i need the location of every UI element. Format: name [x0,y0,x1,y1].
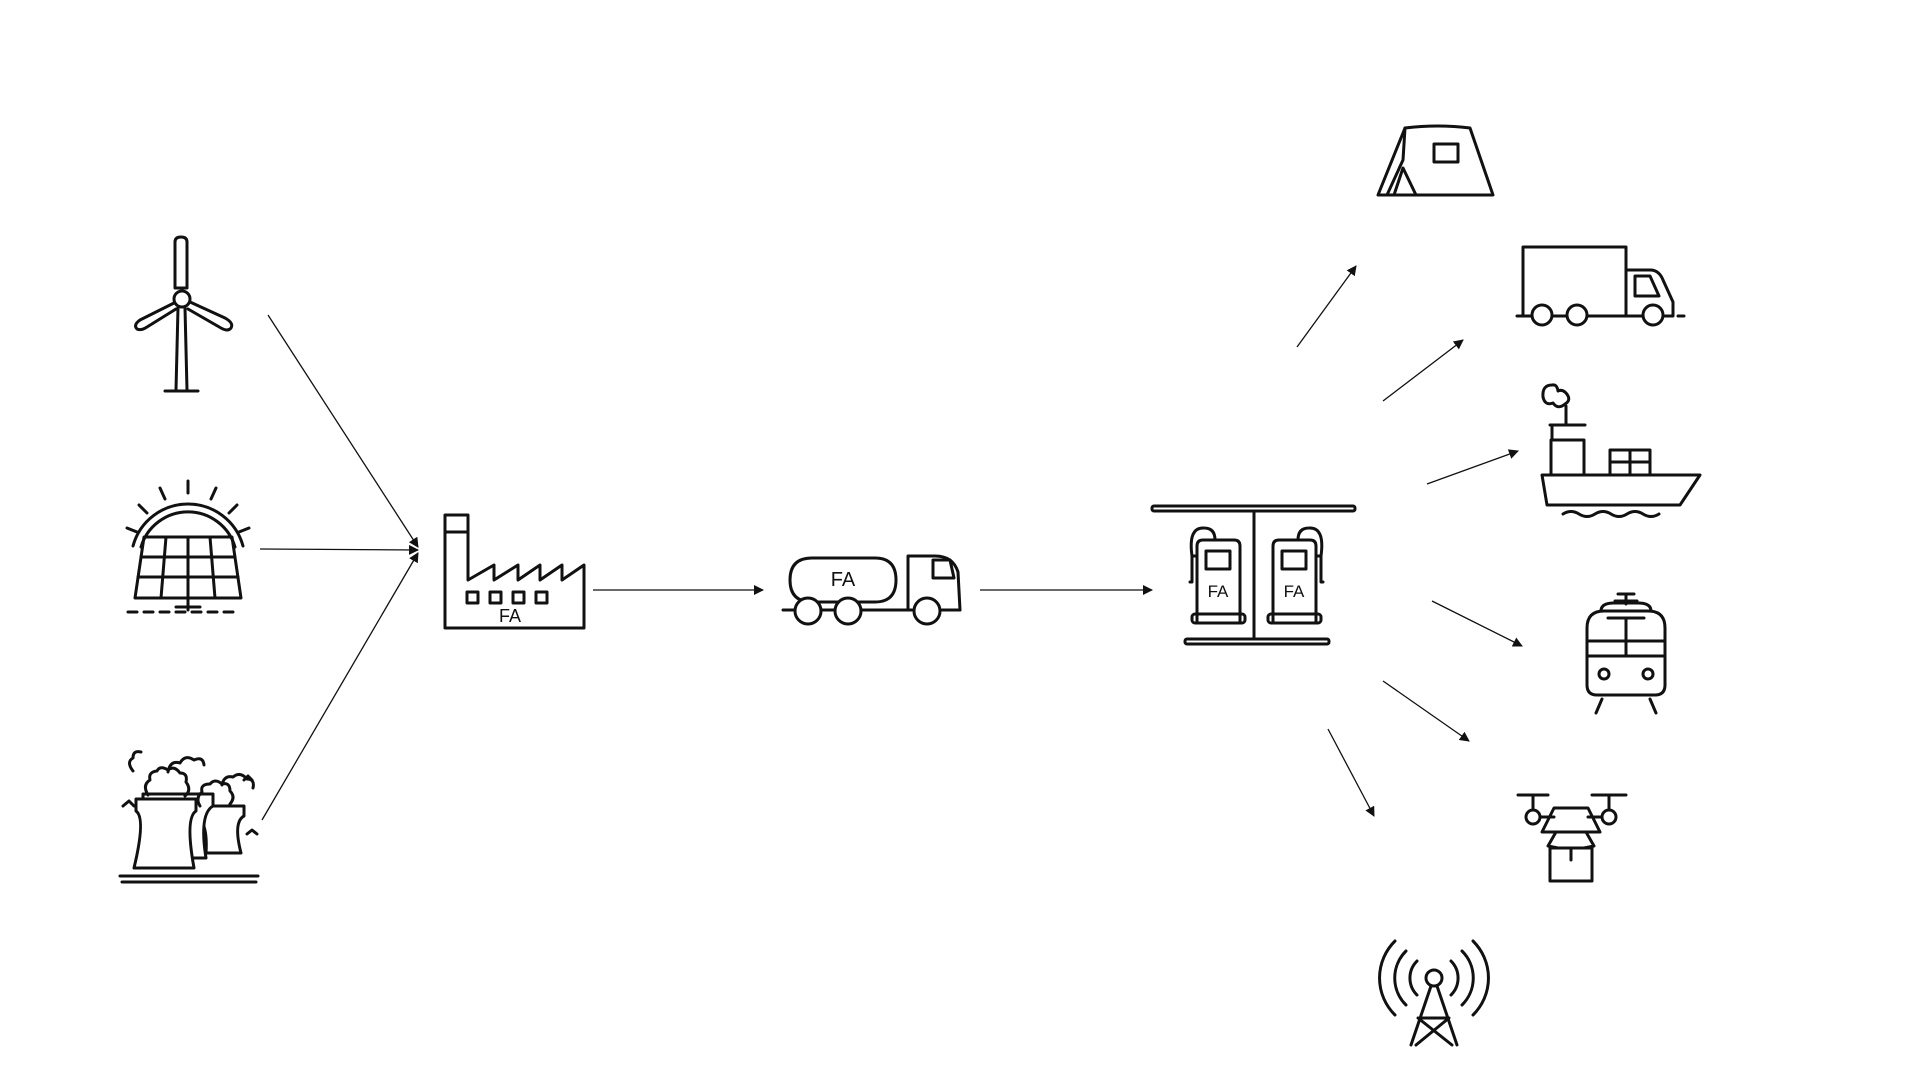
power-plant-icon [118,750,260,884]
arrow-solar-to-factory [259,544,419,555]
arrow-station-to-tent [1296,265,1357,348]
drone-icon [1516,793,1628,883]
ship-icon [1540,383,1702,518]
arrow-station-to-ship [1426,449,1519,485]
pump-left-fa-label: FA [1208,582,1229,601]
arrow-station-to-drone [1382,680,1470,742]
arrow-station-to-tower [1327,728,1375,817]
arrow-station-to-train [1431,600,1523,647]
arrow-plant-to-factory [261,552,419,821]
tanker-truck-icon [781,554,962,626]
arrow-station-to-truck [1382,339,1464,402]
wind-turbine-icon [134,235,234,393]
arrow-wind-to-factory [267,314,419,548]
tent-icon [1376,124,1495,197]
tanker-fa-label: FA [831,569,856,591]
arrows [259,265,1523,821]
train-icon [1585,592,1667,715]
fuel-station-icon [1150,504,1357,646]
truck-icon [1515,245,1686,327]
radio-tower-icon [1378,939,1490,1047]
pump-right-fa-label: FA [1284,582,1305,601]
factory-icon [443,513,586,630]
factory-fa-label: FA [499,606,521,626]
solar-panel-icon [125,479,251,614]
